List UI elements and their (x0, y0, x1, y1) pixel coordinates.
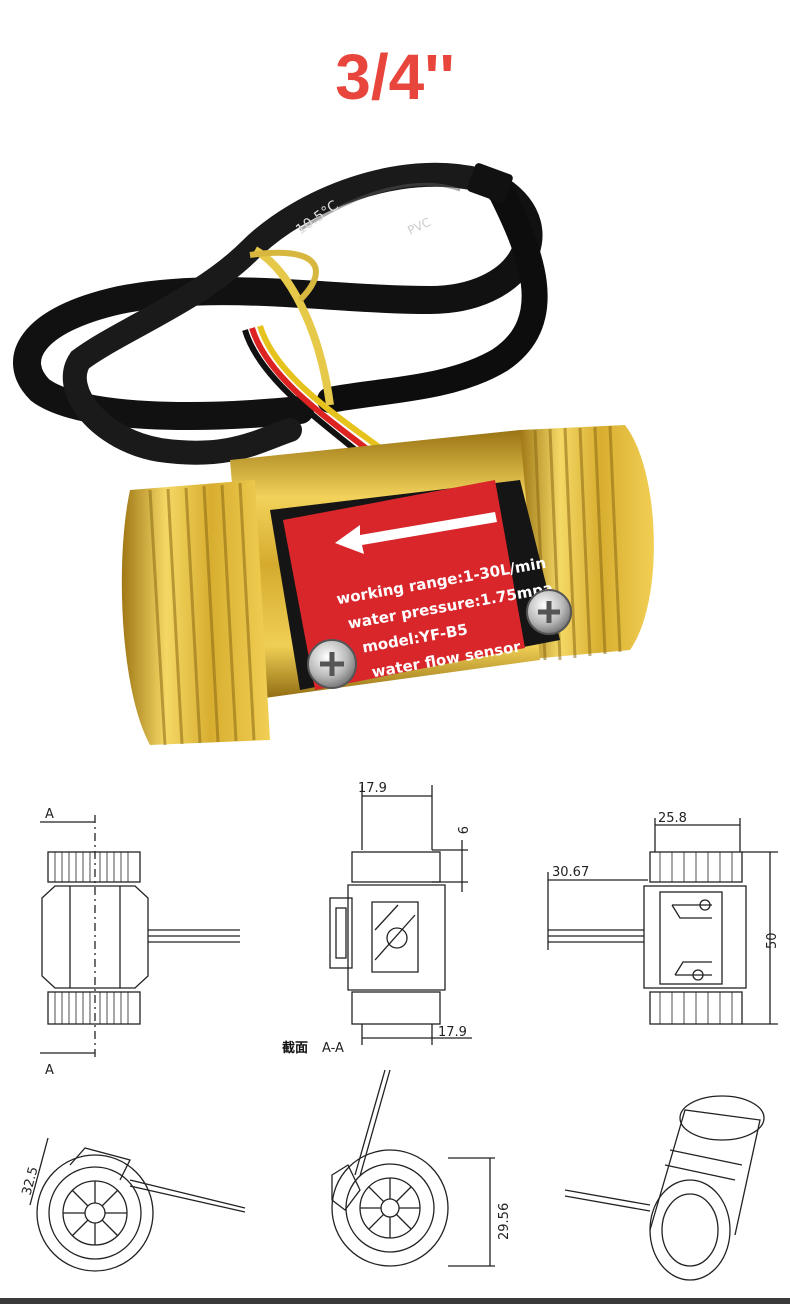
page-title: 3/4'' (335, 41, 455, 113)
dim-iso-middle: 29.56 (497, 1203, 512, 1240)
dim-section-bottom: 17.9 (438, 1025, 467, 1040)
dim-side-cable: 30.67 (552, 865, 589, 880)
dim-side-height: 50 (765, 932, 780, 949)
section-caption: A-A (322, 1041, 344, 1056)
red-spec-label: working range:1-30L/min water pressure:1… (283, 480, 554, 690)
bottom-bar (0, 1298, 790, 1304)
iso-right-drawing (564, 1095, 765, 1281)
section-view-drawing (329, 785, 472, 1045)
flow-direction-arrow-icon (335, 512, 497, 554)
dim-iso-left: 32.5 (20, 1165, 42, 1197)
section-mark-bottom: A (45, 1063, 54, 1078)
section-mark-top: A (45, 807, 54, 822)
dim-section-top: 17.9 (358, 781, 387, 796)
dim-section-thread: 9 (454, 826, 469, 834)
front-view-drawing (40, 815, 240, 1060)
iso-middle-drawing (331, 1069, 495, 1267)
sensor-cable: 10.5°C PVC (13, 162, 548, 473)
cable-print-pvc: PVC (405, 215, 433, 238)
section-caption-cn: 截面 (282, 1040, 308, 1056)
side-view-drawing (547, 818, 778, 1025)
iso-left-drawing (29, 1137, 246, 1272)
technical-drawings (29, 785, 778, 1281)
dim-side-top: 25.8 (658, 811, 687, 826)
screw-icon (307, 589, 572, 689)
